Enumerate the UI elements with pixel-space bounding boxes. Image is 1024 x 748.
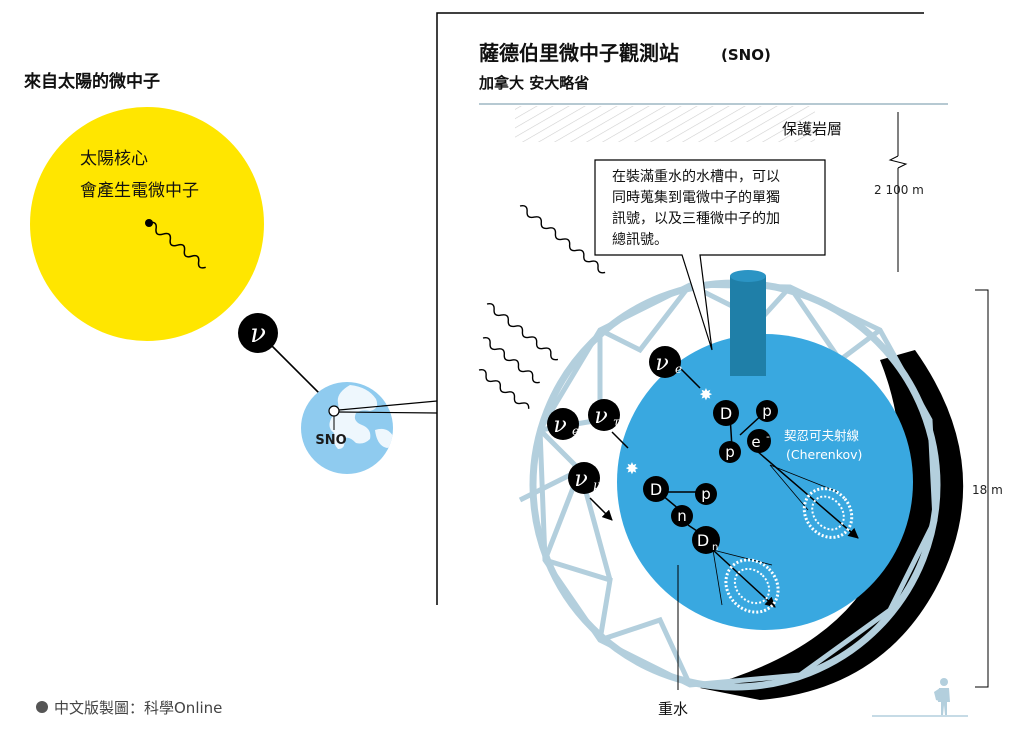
svg-text:τ: τ: [613, 415, 620, 429]
svg-text:μ: μ: [593, 478, 601, 492]
heavy-water-tank: [617, 334, 913, 630]
svg-text:p: p: [762, 402, 772, 420]
particle-nu-tau: ν τ: [588, 399, 620, 431]
left-title: 來自太陽的微中子: [24, 71, 160, 92]
cherenkov-label-en: (Cherenkov): [786, 447, 862, 462]
svg-text:-: -: [766, 430, 770, 443]
particle-D-lower: D: [643, 476, 669, 502]
particle-electron: e -: [747, 429, 771, 453]
credit-bullet: [36, 701, 48, 713]
svg-text:n: n: [712, 542, 718, 553]
cherenkov-cone-1: [769, 464, 854, 539]
credit-text: 中文版製圖：科學Online: [54, 699, 222, 717]
detector-title: 薩德伯里微中子觀測站: [479, 41, 679, 65]
detector-title-abbrev: (SNO): [721, 46, 771, 64]
callout-line-1: 在裝滿重水的水槽中，可以: [612, 169, 780, 185]
zoom-line-bottom: [338, 411, 438, 414]
sun-label-line2: 會產生電微中子: [80, 181, 199, 201]
particle-nu-e-left: ν e: [547, 408, 579, 440]
detector-location: 加拿大 安大略省: [478, 74, 589, 92]
neutrino-wave: [148, 221, 206, 269]
zoom-line-top: [338, 400, 438, 411]
tank-neck: [730, 276, 766, 376]
svg-text:D: D: [650, 480, 662, 499]
earth-sno-label: SNO: [315, 433, 346, 448]
particle-D-top: D: [713, 400, 739, 426]
particle-p-top-right: p: [756, 400, 778, 422]
particle-nu-mu: ν μ: [568, 462, 601, 494]
particle-n: n: [671, 505, 693, 527]
svg-text:p: p: [701, 485, 711, 503]
sphere-shadow: [700, 350, 964, 700]
callout-line-4: 總訊號。: [612, 231, 668, 248]
depth-label: 2 100 m: [874, 183, 924, 197]
neutrino-symbol: ν: [250, 319, 266, 349]
person-scale-icon: [872, 678, 968, 717]
neutrino-badge: [238, 313, 278, 353]
diameter-label: 18 m: [972, 483, 1003, 497]
incoming-waves: [478, 205, 606, 409]
svg-text:n: n: [677, 507, 687, 525]
earth-continents: [329, 385, 393, 449]
callout-line-2: 同時蒐集到電微中子的單獨: [612, 189, 780, 206]
sun-label-line1: 太陽核心: [80, 149, 148, 169]
svg-text:p: p: [725, 443, 735, 461]
svg-text:ν: ν: [553, 413, 566, 438]
cherenkov-label-zh: 契忍可夫射線: [784, 428, 860, 443]
svg-text:D: D: [720, 404, 732, 423]
particle-p-top-lower: p: [719, 441, 741, 463]
svg-text:ν: ν: [574, 467, 587, 492]
particle-p-lower: p: [695, 483, 717, 505]
panel-frame: [436, 12, 924, 605]
callout-box: [594, 159, 826, 351]
cherenkov-cone-2: [712, 549, 780, 614]
sno-marker: [328, 405, 340, 417]
sparkle-1: ✸: [699, 385, 712, 404]
rock-label: 保護岩層: [782, 120, 842, 138]
svg-text:D: D: [697, 531, 709, 550]
particle-Dn: D n: [692, 526, 720, 554]
particle-nu-e-top: ν e: [649, 346, 682, 378]
rock-hatch: [515, 106, 815, 142]
svg-text:e: e: [751, 433, 760, 451]
svg-text:ν: ν: [655, 351, 668, 376]
water-label: 重水: [658, 700, 688, 718]
sparkle-2: ✸: [625, 459, 638, 478]
callout-line-3: 訊號，以及三種微中子的加: [612, 211, 780, 227]
svg-text:ν: ν: [594, 404, 607, 429]
depth-break: [888, 155, 908, 169]
diameter-bracket: [975, 289, 989, 688]
tank-neck-top: [730, 270, 766, 282]
svg-text:e: e: [572, 424, 579, 438]
svg-text:e: e: [675, 362, 682, 376]
